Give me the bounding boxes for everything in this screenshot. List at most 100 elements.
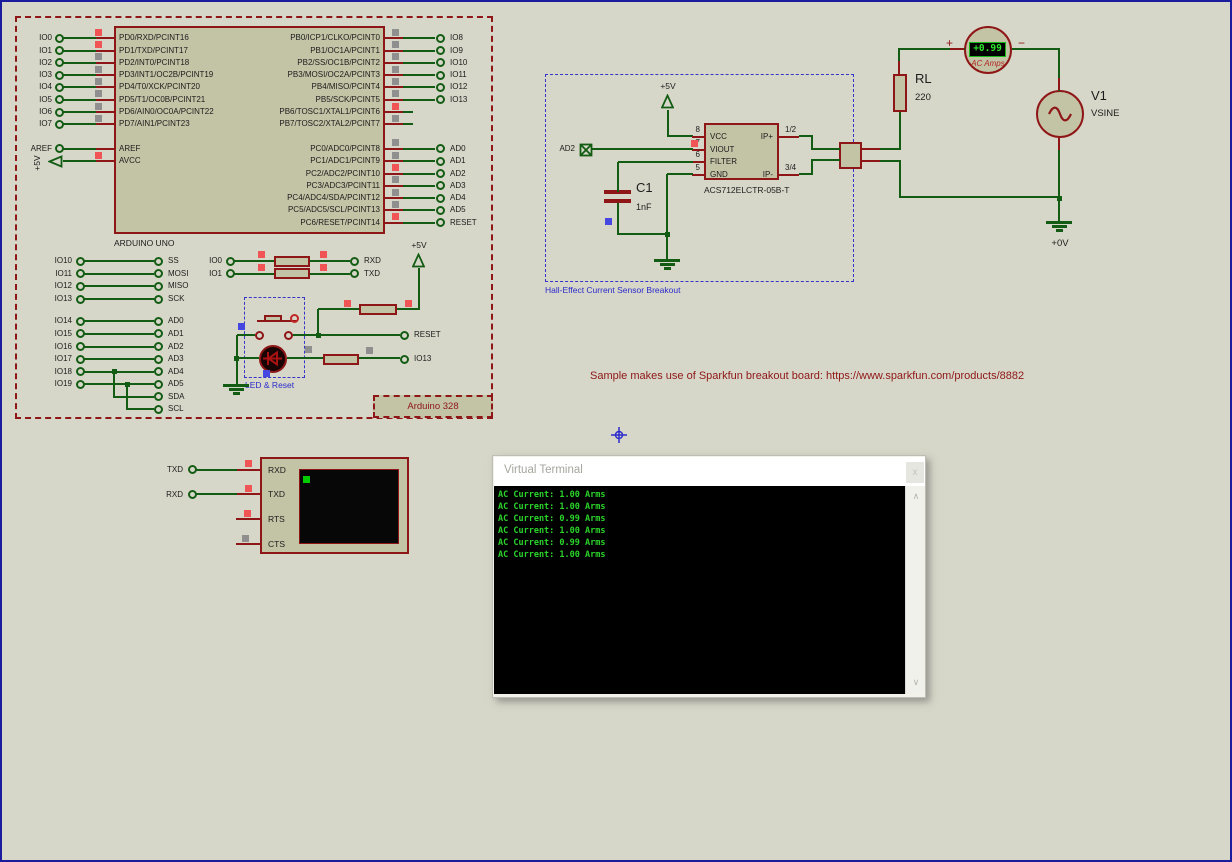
capacitor-c1[interactable] [604,190,631,194]
wire [617,233,668,235]
terminal-IO14[interactable] [75,316,85,326]
terminal-AD3[interactable] [435,181,445,191]
ground-symbol[interactable] [659,263,675,266]
wire [238,357,259,359]
push-button-cap[interactable] [264,315,282,322]
terminal-RESET[interactable] [435,218,445,228]
wire [234,272,274,275]
terminal-IO4[interactable] [54,82,64,92]
mcu-atmega328-body[interactable] [114,26,385,234]
ground-symbol[interactable] [1051,225,1067,228]
window-titlebar[interactable]: Virtual Terminal [494,457,925,486]
terminal-IO9[interactable] [435,46,445,55]
terminal-IO1[interactable] [54,46,64,55]
terminal-IO10[interactable] [75,256,85,266]
button-pin[interactable] [254,330,264,340]
terminal-TXD[interactable] [349,269,359,279]
terminal-SDA[interactable] [153,392,163,402]
terminal-SCK[interactable] [153,294,163,304]
terminal-IO0[interactable] [225,256,235,266]
ground-symbol[interactable] [654,259,680,262]
terminal-RESET[interactable] [399,330,409,340]
terminal-IO11[interactable] [75,269,85,279]
capacitor-c1[interactable] [604,199,631,203]
resistor-pack[interactable] [274,255,310,267]
wire [63,74,96,77]
pin [236,518,260,521]
terminal-AD1[interactable] [435,156,445,166]
terminal-IO8[interactable] [435,33,445,43]
terminal-IO1[interactable] [225,269,235,279]
terminal-IO3[interactable] [54,70,64,80]
led[interactable] [259,345,287,373]
acs712-body[interactable] [704,123,779,180]
resistor-led[interactable] [323,353,359,365]
terminal-IO11[interactable] [435,70,445,80]
pin-state-indicator [320,251,327,258]
terminal-IO2[interactable] [54,58,64,68]
ground-symbol[interactable] [663,267,671,270]
terminal-AD5[interactable] [435,205,445,215]
terminal-IO13[interactable] [435,95,445,105]
terminal-TXD[interactable] [187,465,197,474]
ground-symbol[interactable] [228,388,244,391]
terminal-SS[interactable] [153,256,163,266]
power-5v-icon[interactable] [48,154,63,168]
terminal-AREF[interactable] [54,144,64,154]
ground-symbol[interactable] [223,384,249,387]
button-pin[interactable] [283,330,293,340]
terminal-IO6[interactable] [54,107,64,117]
power-5v-icon[interactable] [412,253,425,268]
p5v-label-reset: +5V [411,240,427,250]
terminal-SCL[interactable] [153,404,163,414]
terminal-AD0[interactable] [435,144,445,154]
terminal-IO0[interactable] [54,33,64,43]
terminal-RXD[interactable] [187,489,197,499]
wire [84,358,154,361]
terminal-AD5[interactable] [153,379,163,389]
terminal-IO13[interactable] [75,294,85,304]
terminal-AD4[interactable] [153,367,163,377]
terminal-IO19[interactable] [75,379,85,389]
terminal-AD0[interactable] [153,316,163,326]
pin [96,74,114,77]
scroll-up-icon[interactable]: ∧ [912,492,920,502]
power-5v-icon[interactable] [661,94,674,109]
pin-state-indicator [245,484,252,492]
ground-symbol[interactable] [232,392,240,395]
terminal-AD2[interactable] [435,169,445,178]
terminal-MISO[interactable] [153,281,163,291]
terminal-IO17[interactable] [75,354,85,364]
terminal-IO12[interactable] [75,281,85,291]
ground-symbol[interactable] [1046,221,1072,224]
resistor-rl[interactable] [893,74,907,112]
current-connector[interactable] [839,142,862,169]
terminal-IO18[interactable] [75,367,85,377]
terminal-AD3[interactable] [153,354,163,364]
scroll-down-icon[interactable]: ∨ [912,678,920,688]
terminal-IO10[interactable] [435,58,445,68]
button-actuator-icon[interactable] [290,314,299,323]
pin [385,74,403,77]
resistor-reset-pullup[interactable] [359,303,397,315]
terminal-IO13[interactable] [399,354,409,364]
close-icon[interactable]: x [906,462,924,483]
ad2-terminal[interactable] [579,143,593,157]
scrollbar[interactable]: ∧ ∨ [905,486,925,694]
terminal-IO7[interactable] [54,119,64,129]
terminal-AD4[interactable] [435,193,445,203]
ground-symbol[interactable] [1055,229,1063,232]
terminal-IO15[interactable] [75,329,85,339]
virtual-terminal-window[interactable]: Virtual Terminal x AC Current: 1.00 Arms… [492,455,926,698]
terminal-IO12[interactable] [435,82,445,92]
terminal-IO5[interactable] [54,95,64,105]
terminal-AD2[interactable] [153,342,163,351]
resistor-pack[interactable] [274,268,310,280]
terminal-IO16[interactable] [75,342,85,351]
terminal-AD1[interactable] [153,329,163,339]
terminal-MOSI[interactable] [153,269,163,279]
pin [385,172,403,175]
terminal-RXD[interactable] [349,256,359,266]
